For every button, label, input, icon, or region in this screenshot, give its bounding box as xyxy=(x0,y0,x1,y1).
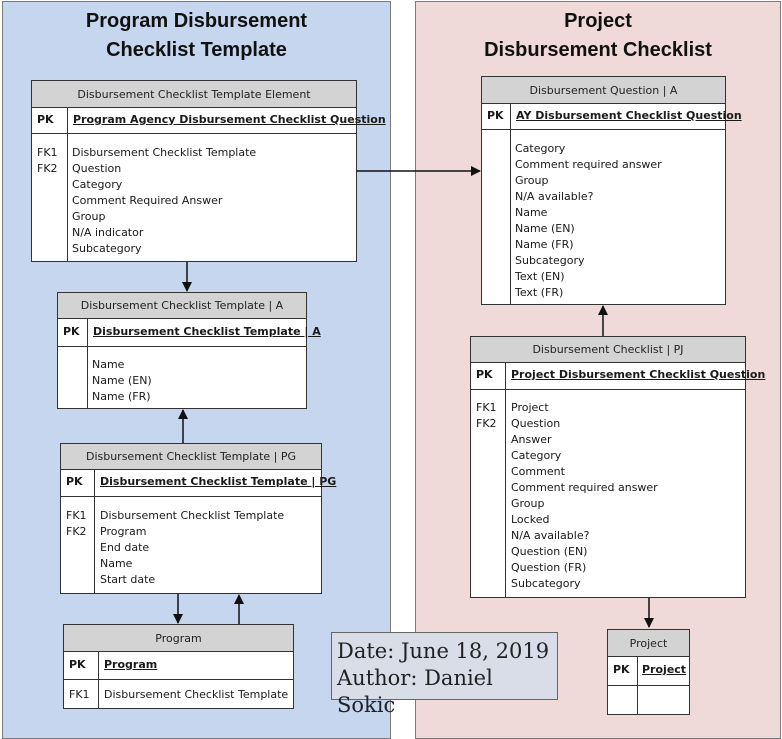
entity-field: Category xyxy=(511,449,562,462)
fk-label: FK2 xyxy=(476,417,497,430)
entity-field: Program xyxy=(100,525,147,538)
pk-field: Project Disbursement Checklist Question xyxy=(511,368,766,381)
pk-label: PK xyxy=(476,368,493,381)
entity-checklist-pj: Disbursement Checklist | PJ PK Project D… xyxy=(470,336,765,598)
fk-label: FK2 xyxy=(37,162,58,175)
entity-field: Group xyxy=(72,210,106,223)
entity-field: Subcategory xyxy=(72,242,142,255)
pk-label: PK xyxy=(63,325,80,338)
fk-label: FK1 xyxy=(476,401,497,414)
entity-header: Disbursement Checklist | PJ xyxy=(471,337,745,363)
entity-field: Category xyxy=(72,178,123,191)
entity-field: Locked xyxy=(511,513,550,526)
entity-project: Project PK Project xyxy=(607,629,690,715)
pk-field: Disbursement Checklist Template | A xyxy=(93,325,321,338)
entity-field: Start date xyxy=(100,573,156,586)
pk-label: PK xyxy=(69,658,86,671)
entity-program: Program PK Program FK1 Disbursement Chec… xyxy=(63,624,294,709)
entity-field: Comment xyxy=(511,465,565,478)
entity-template-a: Disbursement Checklist Template | A PK D… xyxy=(57,292,321,409)
pk-label: PK xyxy=(487,109,504,122)
entity-field: Question (EN) xyxy=(511,545,588,558)
entity-question-a: Disbursement Question | A PK AY Disburse… xyxy=(481,76,742,305)
fk-label: FK1 xyxy=(66,509,87,522)
entity-field: Disbursement Checklist Template xyxy=(104,688,289,701)
entity-field: Question xyxy=(72,162,122,175)
entity-template-pg: Disbursement Checklist Template | PG PK … xyxy=(60,443,336,594)
pk-label: PK xyxy=(613,663,630,676)
left-panel-title-line1: Program Disbursement xyxy=(85,10,308,32)
entity-header: Program xyxy=(64,625,293,652)
entity-field: Comment required answer xyxy=(515,158,662,171)
pk-field: Project xyxy=(642,663,687,676)
entity-field: Name xyxy=(100,557,133,570)
left-panel-title-line2: Checklist Template xyxy=(106,39,287,61)
fk-label: FK1 xyxy=(69,688,90,701)
entity-header: Disbursement Checklist Template | A xyxy=(58,293,306,319)
entity-field: Subcategory xyxy=(511,577,581,590)
entity-field: Question (FR) xyxy=(511,561,587,574)
entity-field: Subcategory xyxy=(515,254,585,267)
entity-header: Disbursement Checklist Template Element xyxy=(32,81,356,108)
entity-field: N/A available? xyxy=(511,529,590,542)
entity-field: Name xyxy=(515,206,548,219)
stamp-author: Author: Daniel Sokic xyxy=(337,666,493,717)
entity-field: Group xyxy=(511,497,545,510)
entity-header: Project xyxy=(608,630,689,657)
entity-field: Name (FR) xyxy=(515,238,574,251)
entity-field: Text (FR) xyxy=(515,286,564,299)
entity-field: Text (EN) xyxy=(515,270,565,283)
fk-label: FK1 xyxy=(37,146,58,159)
entity-field: Question xyxy=(511,417,561,430)
right-panel-title-line1: Project xyxy=(564,10,632,32)
entity-field: Disbursement Checklist Template xyxy=(100,509,285,522)
right-panel-title-line2: Disbursement Checklist xyxy=(484,39,712,61)
entity-field: Comment required answer xyxy=(511,481,658,494)
entity-field: Comment Required Answer xyxy=(72,194,223,207)
pk-field: AY Disbursement Checklist Question xyxy=(516,109,742,122)
entity-field: Name (EN) xyxy=(92,374,152,387)
entity-header: Disbursement Question | A xyxy=(482,77,725,104)
entity-field: Name (EN) xyxy=(515,222,575,235)
entity-field: Category xyxy=(515,142,566,155)
pk-field: Program Agency Disbursement Checklist Qu… xyxy=(73,113,386,126)
date-author-stamp: Date: June 18, 2019 Author: Daniel Sokic xyxy=(331,632,558,717)
pk-label: PK xyxy=(37,113,54,126)
entity-field: Group xyxy=(515,174,549,187)
entity-field: Project xyxy=(511,401,549,414)
stamp-date: Date: June 18, 2019 xyxy=(337,639,550,663)
entity-field: N/A available? xyxy=(515,190,594,203)
pk-label: PK xyxy=(66,475,83,488)
entity-header: Disbursement Checklist Template | PG xyxy=(61,444,321,470)
pk-field: Disbursement Checklist Template | PG xyxy=(100,475,337,488)
pk-field: Program xyxy=(104,658,158,671)
entity-field: Answer xyxy=(511,433,552,446)
fk-label: FK2 xyxy=(66,525,87,538)
entity-template-element: Disbursement Checklist Template Element … xyxy=(31,80,386,262)
entity-field: Disbursement Checklist Template xyxy=(72,146,257,159)
entity-field: End date xyxy=(100,541,150,554)
entity-field: Name xyxy=(92,358,125,371)
entity-field: Name (FR) xyxy=(92,390,151,403)
entity-field: N/A indicator xyxy=(72,226,144,239)
